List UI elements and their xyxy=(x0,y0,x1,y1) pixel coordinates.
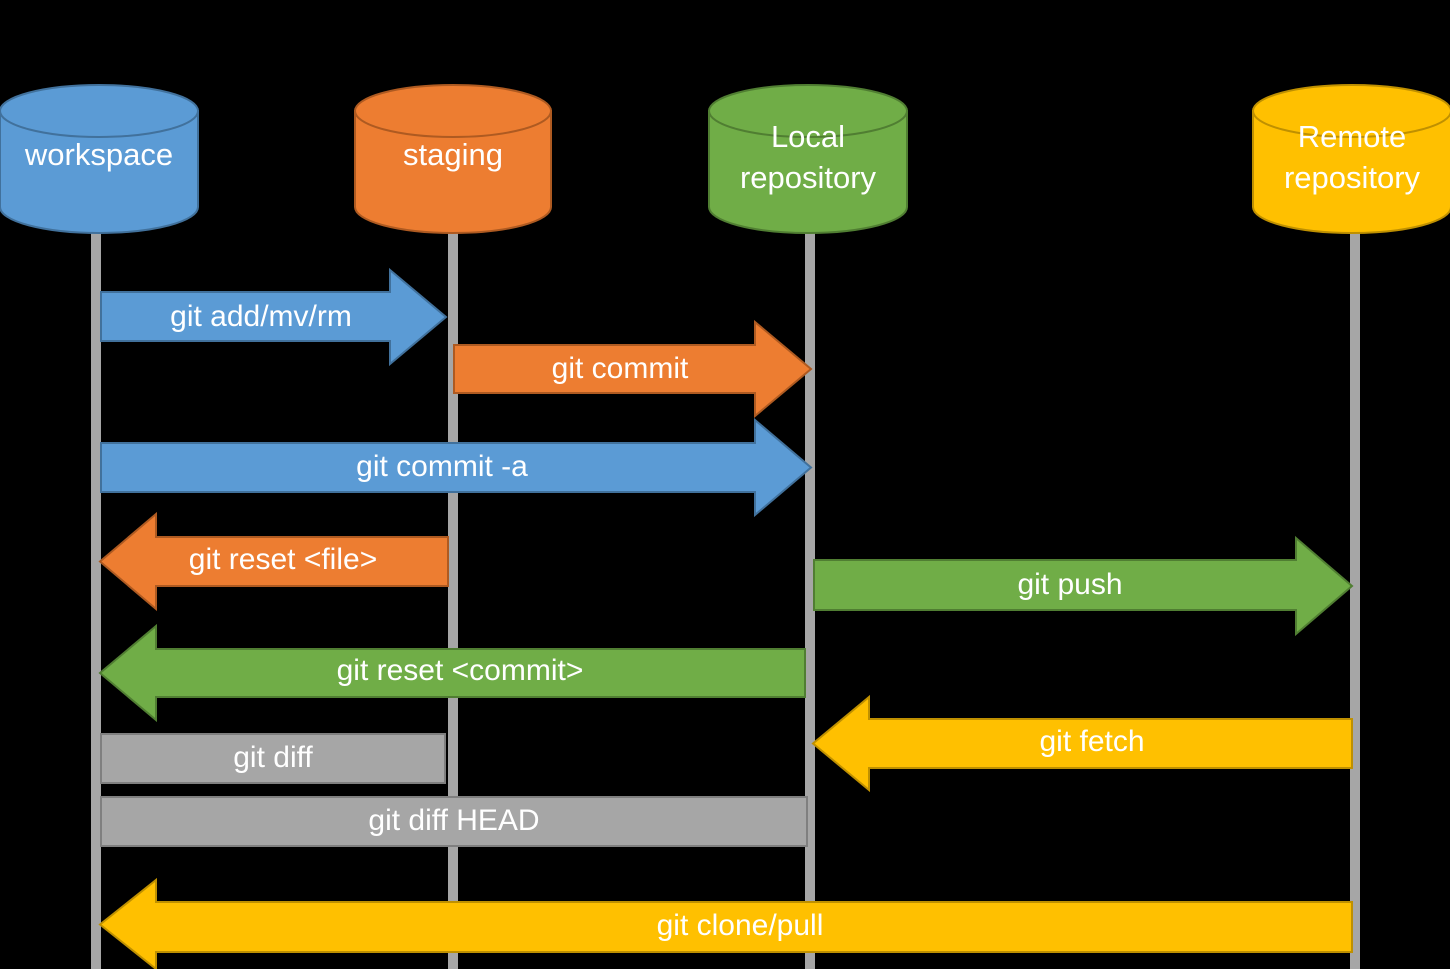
node-staging[interactable]: staging xyxy=(354,84,552,234)
arrow-git-push[interactable]: git push xyxy=(813,535,1354,637)
node-body-staging[interactable] xyxy=(354,110,552,234)
lifeline-staging xyxy=(448,203,458,969)
node-label-remote-repository-line2: repository xyxy=(1284,160,1421,195)
bar-git-diff[interactable]: git diff xyxy=(100,733,446,784)
bar-label-git-diff: git diff xyxy=(233,741,313,774)
arrow-shape-git-reset-commit[interactable] xyxy=(98,623,806,723)
arrow-label-git-push: git push xyxy=(1017,568,1122,601)
arrow-label-git-commit: git commit xyxy=(552,352,689,385)
arrow-label-git-reset-commit: git reset <commit> xyxy=(337,654,584,687)
node-label-remote-repository-line1: Remote xyxy=(1298,119,1407,154)
arrow-shape-git-push[interactable] xyxy=(813,535,1354,637)
node-cap-local-repository[interactable] xyxy=(708,84,908,138)
lifeline-local-repository xyxy=(805,203,815,969)
arrow-shape-git-commit[interactable] xyxy=(453,319,813,419)
connectors-group: git add/mv/rm git commit git commit -a git … xyxy=(98,267,1354,969)
node-label-staging: staging xyxy=(403,137,503,172)
arrow-git-reset-commit[interactable]: git reset <commit> xyxy=(98,623,806,723)
arrow-git-reset-file[interactable]: git reset <file> xyxy=(98,511,449,612)
node-label-local-repository-line1: Local xyxy=(771,119,845,154)
arrow-git-fetch[interactable]: git fetch xyxy=(811,694,1353,793)
arrow-shape-git-reset-file[interactable] xyxy=(98,511,449,612)
bar-shape-git-diff[interactable] xyxy=(100,733,446,784)
arrow-shape-git-clone-pull[interactable] xyxy=(98,877,1353,969)
arrow-label-git-commit-a: git commit -a xyxy=(356,450,528,483)
node-cap-staging[interactable] xyxy=(354,84,552,138)
arrow-label-git-clone-pull: git clone/pull xyxy=(657,909,824,942)
bar-label-git-diff-head: git diff HEAD xyxy=(368,804,539,837)
nodes-group: workspace staging Local repository Remote rep… xyxy=(0,84,1450,234)
node-body-remote-repository[interactable] xyxy=(1252,110,1450,234)
node-label-workspace: workspace xyxy=(24,137,173,172)
lifelines-group xyxy=(91,203,1360,969)
node-local-repository[interactable]: Local repository xyxy=(708,84,908,234)
node-cap-remote-repository[interactable] xyxy=(1252,84,1450,138)
node-remote-repository[interactable]: Remote repository xyxy=(1252,84,1450,234)
arrow-git-commit[interactable]: git commit xyxy=(453,319,813,419)
node-workspace[interactable]: workspace xyxy=(0,84,199,234)
node-body-workspace[interactable] xyxy=(0,110,199,234)
node-cap-workspace[interactable] xyxy=(0,84,199,138)
arrow-shape-git-add[interactable] xyxy=(100,267,448,367)
lifeline-workspace xyxy=(91,203,101,969)
arrow-label-git-reset-file: git reset <file> xyxy=(189,543,377,576)
arrow-label-git-add: git add/mv/rm xyxy=(170,300,352,333)
arrow-git-add[interactable]: git add/mv/rm xyxy=(100,267,448,367)
arrow-shape-git-fetch[interactable] xyxy=(811,694,1353,793)
arrow-label-git-fetch: git fetch xyxy=(1039,725,1144,758)
arrow-shape-git-commit-a[interactable] xyxy=(100,417,813,518)
node-body-local-repository[interactable] xyxy=(708,110,908,234)
arrow-git-clone-pull[interactable]: git clone/pull xyxy=(98,877,1353,969)
node-label-local-repository-line2: repository xyxy=(740,160,877,195)
lifeline-remote-repository xyxy=(1350,203,1360,969)
bar-git-diff-head[interactable]: git diff HEAD xyxy=(100,796,808,847)
bar-shape-git-diff-head[interactable] xyxy=(100,796,808,847)
arrow-git-commit-a[interactable]: git commit -a xyxy=(100,417,813,518)
